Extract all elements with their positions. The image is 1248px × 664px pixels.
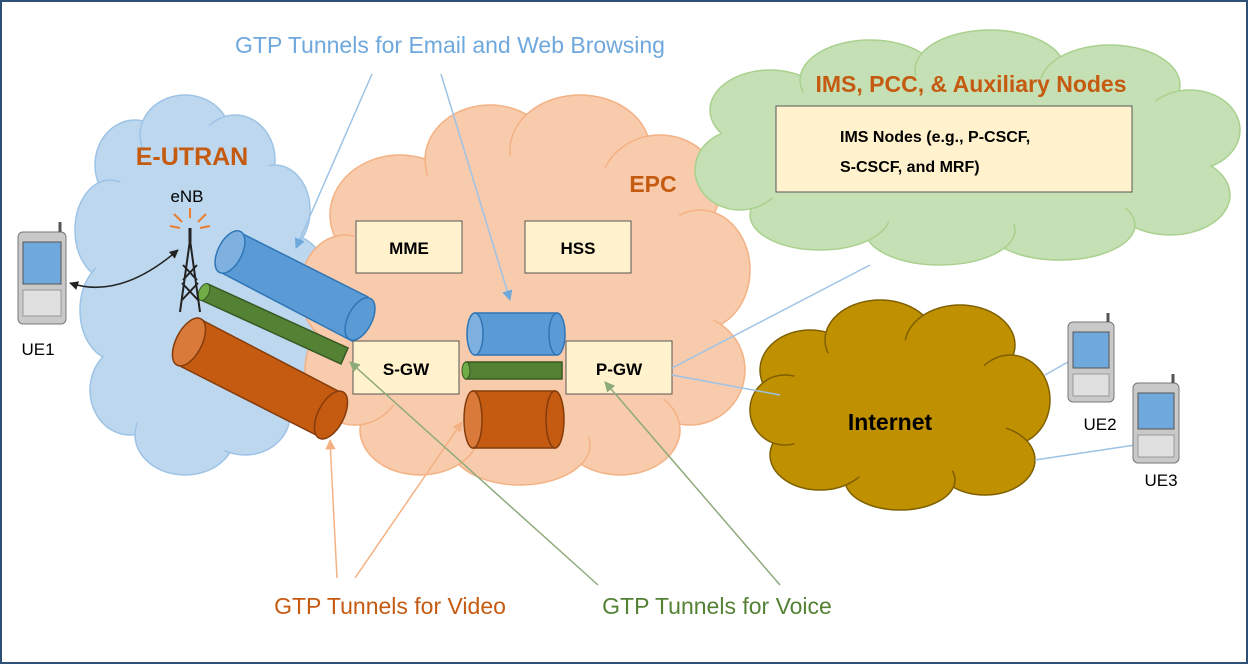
ue2-phone-icon <box>1067 313 1115 403</box>
mme-box <box>355 220 463 274</box>
voice-callout-arrow-1 <box>349 361 599 586</box>
internet-to-ue3-line <box>1034 444 1136 461</box>
voice-tunnel-sgw-pgw <box>461 361 563 380</box>
video-callout-arrow-2 <box>354 421 463 579</box>
ue2-label: UE2 <box>1083 415 1116 434</box>
sgw-box <box>352 340 460 395</box>
ue1-phone-icon <box>17 222 67 325</box>
video-tunnels-label: GTP Tunnels for Video <box>274 593 506 619</box>
email-callout-arrow-1 <box>294 73 373 249</box>
internet-cloud <box>749 299 1051 511</box>
enb-antenna-icon <box>179 228 201 313</box>
epc-label: EPC <box>629 171 676 197</box>
voice-tunnel-enb-sgw <box>197 283 349 365</box>
ims-nodes-line1: IMS Nodes (e.g., P-CSCF, <box>840 129 1030 146</box>
enb-label: eNB <box>170 187 203 206</box>
email-tunnels-label: GTP Tunnels for Email and Web Browsing <box>235 32 665 58</box>
voice-callout-arrow-2 <box>604 381 781 586</box>
hss-box <box>524 220 632 274</box>
ue3-label: UE3 <box>1144 471 1177 490</box>
email-tunnel-sgw-pgw <box>466 312 566 356</box>
email-tunnel-enb-sgw <box>214 229 376 343</box>
internet-label: Internet <box>848 409 933 435</box>
pgw-to-ims-line <box>671 264 871 369</box>
video-tunnel-sgw-pgw <box>463 390 565 449</box>
ue3-phone-icon <box>1132 374 1180 464</box>
ue1-enb-link <box>69 249 179 290</box>
ue1-label: UE1 <box>21 340 54 359</box>
pgw-to-internet-line <box>671 374 781 396</box>
sgw-label: S-GW <box>383 360 430 379</box>
mme-label: MME <box>389 239 429 258</box>
pgw-label: P-GW <box>596 360 643 379</box>
video-callout-arrow-1 <box>325 438 338 579</box>
ims-cloud-label: IMS, PCC, & Auxiliary Nodes <box>816 71 1127 97</box>
email-callout-arrow-2 <box>440 73 513 302</box>
eutran-label: E-UTRAN <box>136 143 249 171</box>
voice-tunnels-label: GTP Tunnels for Voice <box>602 593 832 619</box>
ims-nodes-box <box>775 105 1133 193</box>
pgw-box <box>565 340 673 395</box>
hss-label: HSS <box>561 239 596 258</box>
video-tunnel-enb-sgw <box>171 316 349 440</box>
enb-signal-icon <box>169 208 211 229</box>
ims-nodes-line2: S-CSCF, and MRF) <box>840 159 980 176</box>
